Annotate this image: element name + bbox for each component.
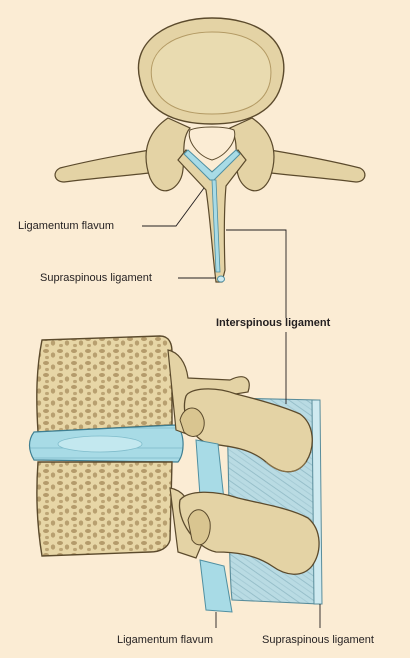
left-pedicle bbox=[145, 117, 191, 192]
vertebral-foramen bbox=[188, 126, 236, 161]
articular-facet-upper bbox=[179, 407, 205, 437]
supraspinous-ligament-band bbox=[311, 399, 323, 605]
top-vertebra bbox=[54, 17, 366, 283]
leader-interspinous bbox=[226, 229, 287, 318]
lower-spinous-process bbox=[178, 491, 320, 575]
label-supraspinous-ligament-bottom: Supraspinous ligament bbox=[262, 634, 374, 646]
right-pedicle bbox=[229, 117, 275, 192]
lateral-spine bbox=[28, 335, 323, 613]
label-ligamentum-flavum-bottom: Ligamentum flavum bbox=[117, 634, 213, 646]
spinous-process bbox=[177, 149, 247, 283]
ligamentum-flavum-lateral-upper bbox=[195, 439, 225, 501]
interspinous-ligament-top bbox=[211, 179, 221, 273]
label-supraspinous-ligament-top: Supraspinous ligament bbox=[40, 272, 152, 284]
ligamentum-flavum-lateral-lower bbox=[199, 559, 233, 613]
upper-vertebral-body bbox=[36, 335, 173, 433]
label-ligamentum-flavum-top: Ligamentum flavum bbox=[18, 220, 114, 232]
leader-lig-flavum-top bbox=[142, 187, 205, 227]
left-transverse-process bbox=[54, 149, 159, 183]
leader-lines bbox=[142, 187, 321, 628]
supraspinous-ligament-top bbox=[217, 275, 225, 283]
articular-facet bbox=[187, 509, 211, 546]
vertebral-body-endplate bbox=[150, 31, 272, 115]
right-transverse-process bbox=[261, 149, 366, 183]
lower-vertebral-body bbox=[36, 461, 173, 557]
nucleus-pulposus bbox=[57, 435, 143, 453]
ligamentum-flavum-top bbox=[183, 149, 241, 181]
label-interspinous-ligament: Interspinous ligament bbox=[216, 317, 331, 329]
